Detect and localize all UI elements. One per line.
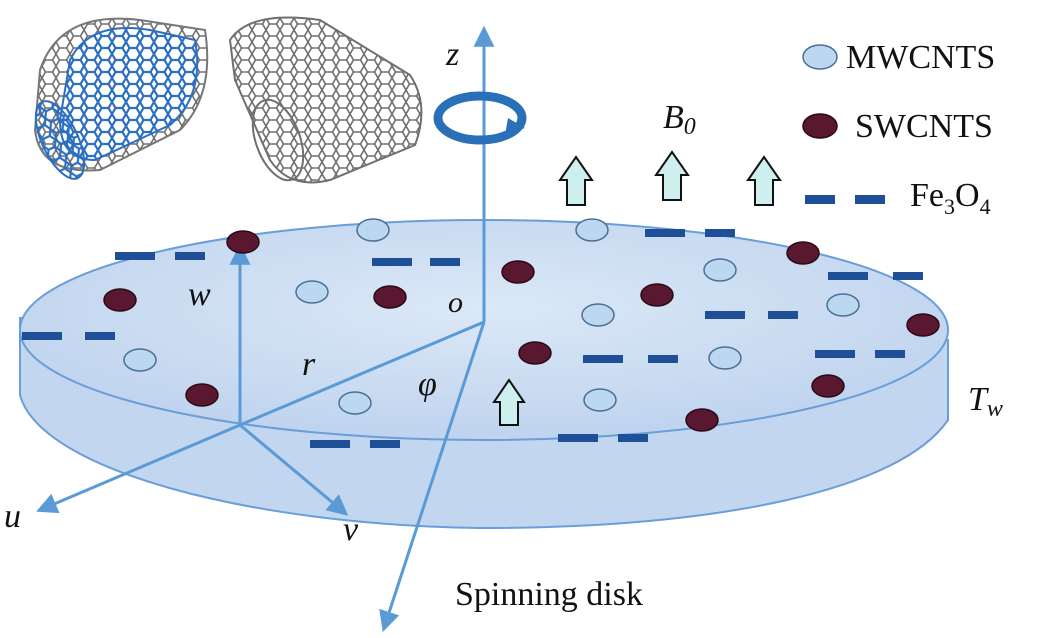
mwcnt-particles: [123, 218, 860, 415]
fe3o4-dash: [583, 355, 623, 363]
fe3o4-particles: [22, 229, 923, 448]
swcnt-particle: [786, 241, 820, 265]
tw-label: Tw: [968, 381, 1003, 422]
fe3o4-dash: [115, 252, 155, 260]
phi-label: φ: [418, 366, 437, 403]
fe3o4-dash: [175, 252, 205, 260]
fe3o4-dash: [22, 332, 62, 340]
mwcnt-particle: [581, 303, 615, 327]
rotation-arrow-icon: [433, 91, 527, 145]
mwcnt-particle: [295, 280, 329, 304]
fe3o4-dash: [705, 229, 735, 237]
swcnt-particle: [685, 408, 719, 432]
fe3o4-dash: [558, 434, 598, 442]
mwcnt-particle: [826, 293, 860, 317]
fe3o4-dash: [310, 440, 350, 448]
magnetic-field-arrows: [492, 150, 782, 426]
coordinate-axes: [36, 25, 495, 632]
mwcnt-particle: [356, 218, 390, 242]
swcnt-particle: [226, 230, 260, 254]
single-walled-nanotube-illustration: [228, 16, 423, 184]
fe3o4-dash: [705, 311, 745, 319]
up-arrow-icon: [746, 155, 782, 206]
mwcnt-particle: [575, 218, 609, 242]
mwcnt-particle: [583, 388, 617, 412]
multi-walled-nanotube-illustration: [33, 17, 209, 180]
u-axis: [36, 423, 241, 514]
z-axis-lower: [379, 321, 486, 632]
swcnt-particle: [103, 288, 137, 312]
u-axis-label: u: [4, 498, 21, 535]
legend-fe3o4-swatch: [855, 195, 885, 204]
fe3o4-dash: [768, 311, 798, 319]
legend-fe3o4-swatch: [805, 195, 835, 204]
fe3o4-dash: [645, 229, 685, 237]
fe3o4-dash: [828, 272, 868, 280]
swcnt-particle: [185, 383, 219, 407]
up-arrow-icon: [558, 155, 594, 206]
up-arrow-icon: [492, 378, 526, 426]
v-axis-label: v: [343, 511, 359, 548]
fe3o4-dash: [372, 258, 412, 266]
fe3o4-dash: [85, 332, 115, 340]
fe3o4-dash: [430, 258, 460, 266]
fe3o4-dash: [618, 434, 648, 442]
up-arrow-icon: [654, 150, 690, 201]
swcnt-particle: [811, 374, 845, 398]
mwcnt-particle: [703, 258, 737, 282]
swcnt-particle: [518, 341, 552, 365]
labels: z B0 w o r φ Tw u v Spinning disk: [4, 36, 1003, 613]
fe3o4-dash: [875, 350, 905, 358]
v-axis: [239, 423, 349, 516]
fe3o4-dash: [648, 355, 678, 363]
swcnt-particle: [501, 260, 535, 284]
legend-fe3o4-label: Fe3O4: [910, 177, 991, 219]
w-axis-label: w: [188, 276, 211, 313]
swcnt-particle: [640, 283, 674, 307]
mwcnt-particle: [338, 391, 372, 415]
swcnt-particle: [906, 313, 940, 337]
legend-swcnt-label: SWCNTS: [855, 108, 993, 145]
swcnt-particles: [103, 230, 940, 432]
fe3o4-dash: [893, 272, 923, 280]
legend-mwcnt-swatch: [802, 44, 838, 70]
fe3o4-dash: [815, 350, 855, 358]
mwcnt-particle: [123, 348, 157, 372]
r-label: r: [302, 346, 316, 383]
b0-label: B0: [663, 99, 696, 140]
caption: Spinning disk: [455, 576, 643, 613]
legend-swcnt-swatch: [802, 113, 838, 139]
legend: MWCNTS SWCNTS Fe3O4: [802, 39, 995, 219]
z-axis-label: z: [445, 36, 459, 73]
legend-mwcnt-label: MWCNTS: [846, 39, 995, 76]
origin-label: o: [448, 286, 463, 319]
swcnt-particle: [373, 285, 407, 309]
fe3o4-dash: [370, 440, 400, 448]
mwcnt-particle: [708, 346, 742, 370]
r-axis: [239, 320, 485, 427]
